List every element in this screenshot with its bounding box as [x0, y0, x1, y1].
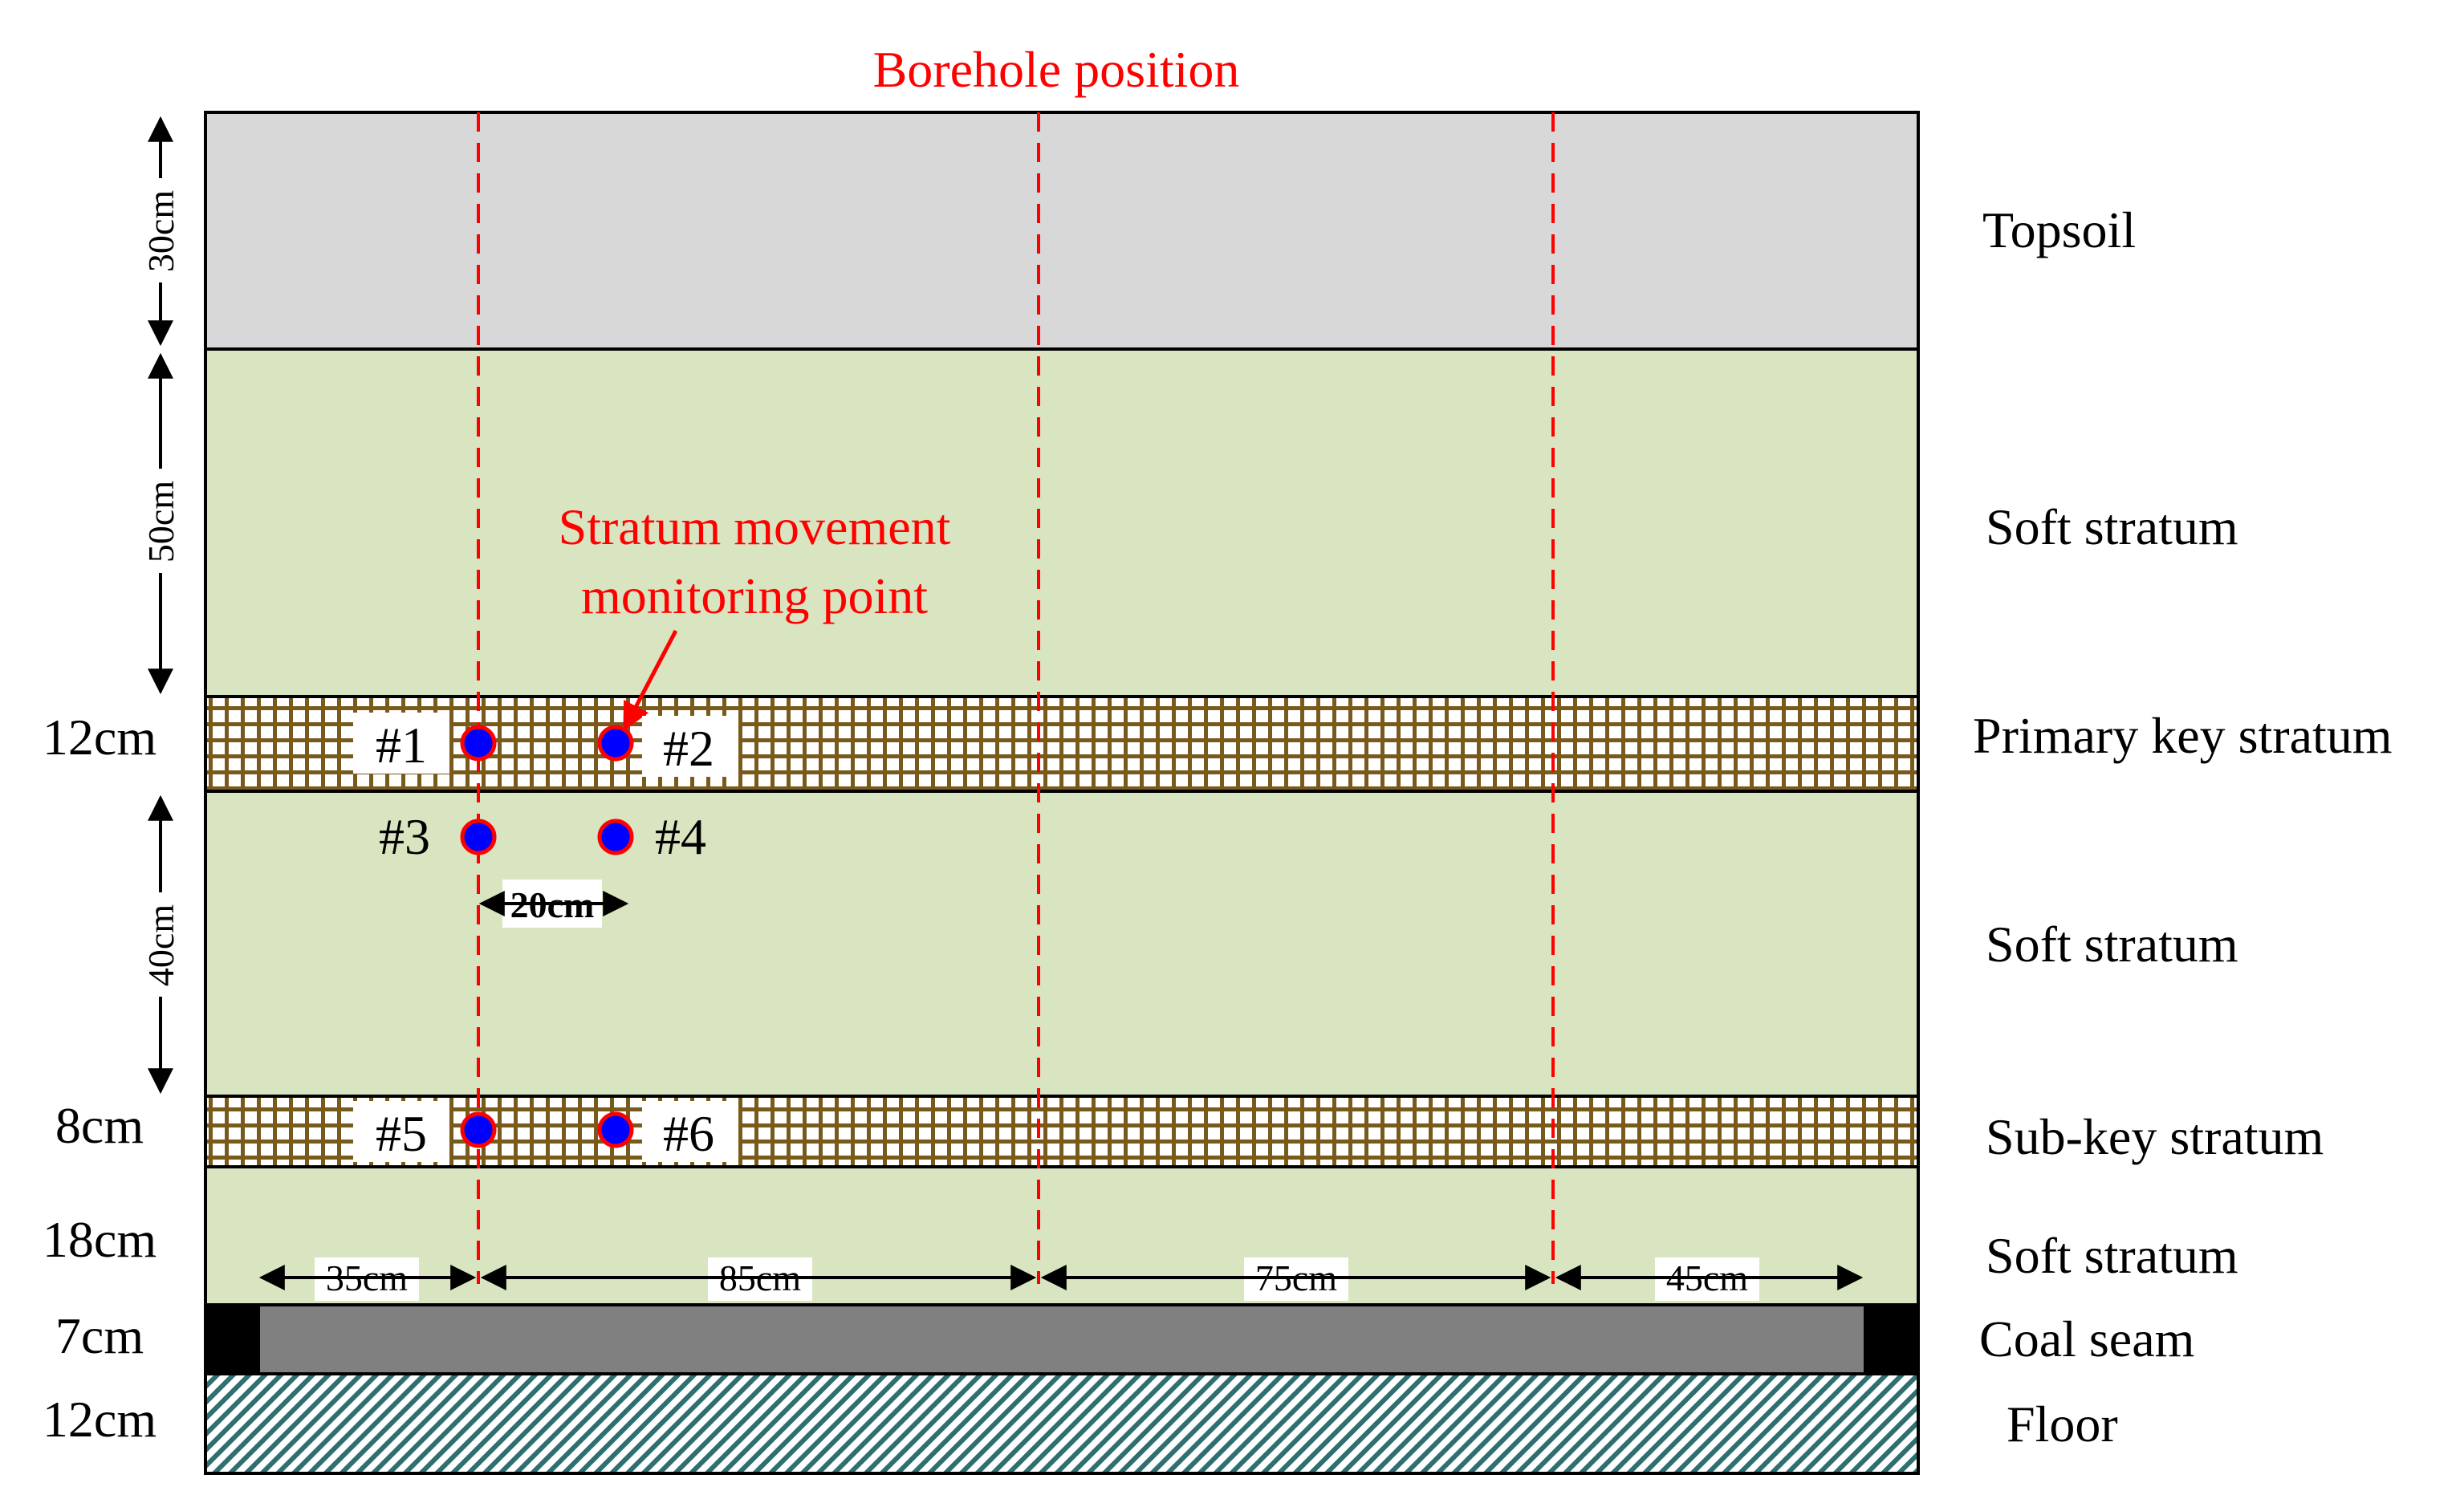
thickness-floor: 12cm — [43, 1391, 157, 1448]
vdim-bg-soft2 — [141, 892, 180, 997]
point-label-4: #4 — [655, 808, 706, 865]
vdim-label-topsoil: 30cm — [140, 190, 181, 272]
layer-label-coal: Coal seam — [1979, 1310, 2194, 1367]
vdim-bg-soft1 — [141, 469, 180, 573]
layer-label-subkey: Sub-key stratum — [1986, 1108, 2324, 1165]
layer-floor — [204, 1372, 1920, 1475]
hdim-label-1: 35cm — [326, 1257, 408, 1298]
layer-soft-stratum-1 — [204, 347, 1920, 698]
monitor-point-4 — [597, 819, 634, 855]
monitor-point-1 — [460, 725, 497, 762]
layer-label-topsoil: Topsoil — [1982, 201, 2136, 258]
layer-label-primary: Primary key stratum — [1973, 707, 2393, 764]
label-bg-p2 — [642, 716, 738, 777]
layer-label-soft3: Soft stratum — [1986, 1227, 2238, 1284]
annotation-line-1: Stratum movement — [559, 498, 951, 555]
coal-pillar-left — [205, 1305, 260, 1374]
vdim-label-soft2: 40cm — [140, 904, 181, 986]
layer-label-floor: Floor — [2007, 1396, 2118, 1452]
thickness-subkey: 8cm — [55, 1097, 144, 1154]
hdim-label-2: 85cm — [719, 1257, 801, 1298]
label-bg-p1 — [353, 713, 449, 774]
horizontal-dimensions: 35cm 85cm 75cm 45cm — [258, 1257, 1864, 1301]
layer-coal-seam — [204, 1303, 1920, 1375]
vdim-bg-topsoil — [141, 178, 180, 282]
annotation-line-2: monitoring point — [581, 567, 928, 624]
monitor-point-2 — [597, 725, 634, 762]
monitor-point-5 — [460, 1111, 497, 1148]
thickness-primary: 12cm — [43, 709, 157, 766]
diagram-title: Borehole position — [873, 41, 1240, 98]
vdim-label-soft1: 50cm — [140, 481, 181, 563]
label-bg-p5 — [353, 1101, 449, 1162]
spacing-label: 20cm — [510, 884, 595, 925]
label-bg-p6 — [642, 1101, 738, 1162]
hdim-label-4: 45cm — [1666, 1257, 1748, 1298]
point-label-2: #2 — [663, 720, 714, 777]
layer-label-soft2: Soft stratum — [1986, 916, 2238, 973]
hdim-label-3: 75cm — [1255, 1257, 1337, 1298]
point-label-6: #6 — [663, 1105, 714, 1162]
monitor-point-3 — [460, 819, 497, 855]
monitor-point-6 — [597, 1111, 634, 1148]
monitoring-points — [460, 725, 634, 1148]
point-label-5: #5 — [376, 1105, 427, 1162]
point-label-3: #3 — [379, 808, 430, 865]
layer-topsoil — [204, 111, 1920, 351]
borehole-lines — [477, 112, 1555, 1284]
vertical-dimensions: 30cm 50cm 40cm — [140, 116, 181, 1095]
layer-label-soft1: Soft stratum — [1986, 498, 2238, 555]
coal-pillar-right — [1864, 1305, 1918, 1374]
thickness-soft3: 18cm — [43, 1211, 157, 1268]
point-label-1: #1 — [376, 717, 427, 774]
thickness-coal: 7cm — [55, 1307, 144, 1364]
annotation-arrow — [622, 629, 678, 732]
